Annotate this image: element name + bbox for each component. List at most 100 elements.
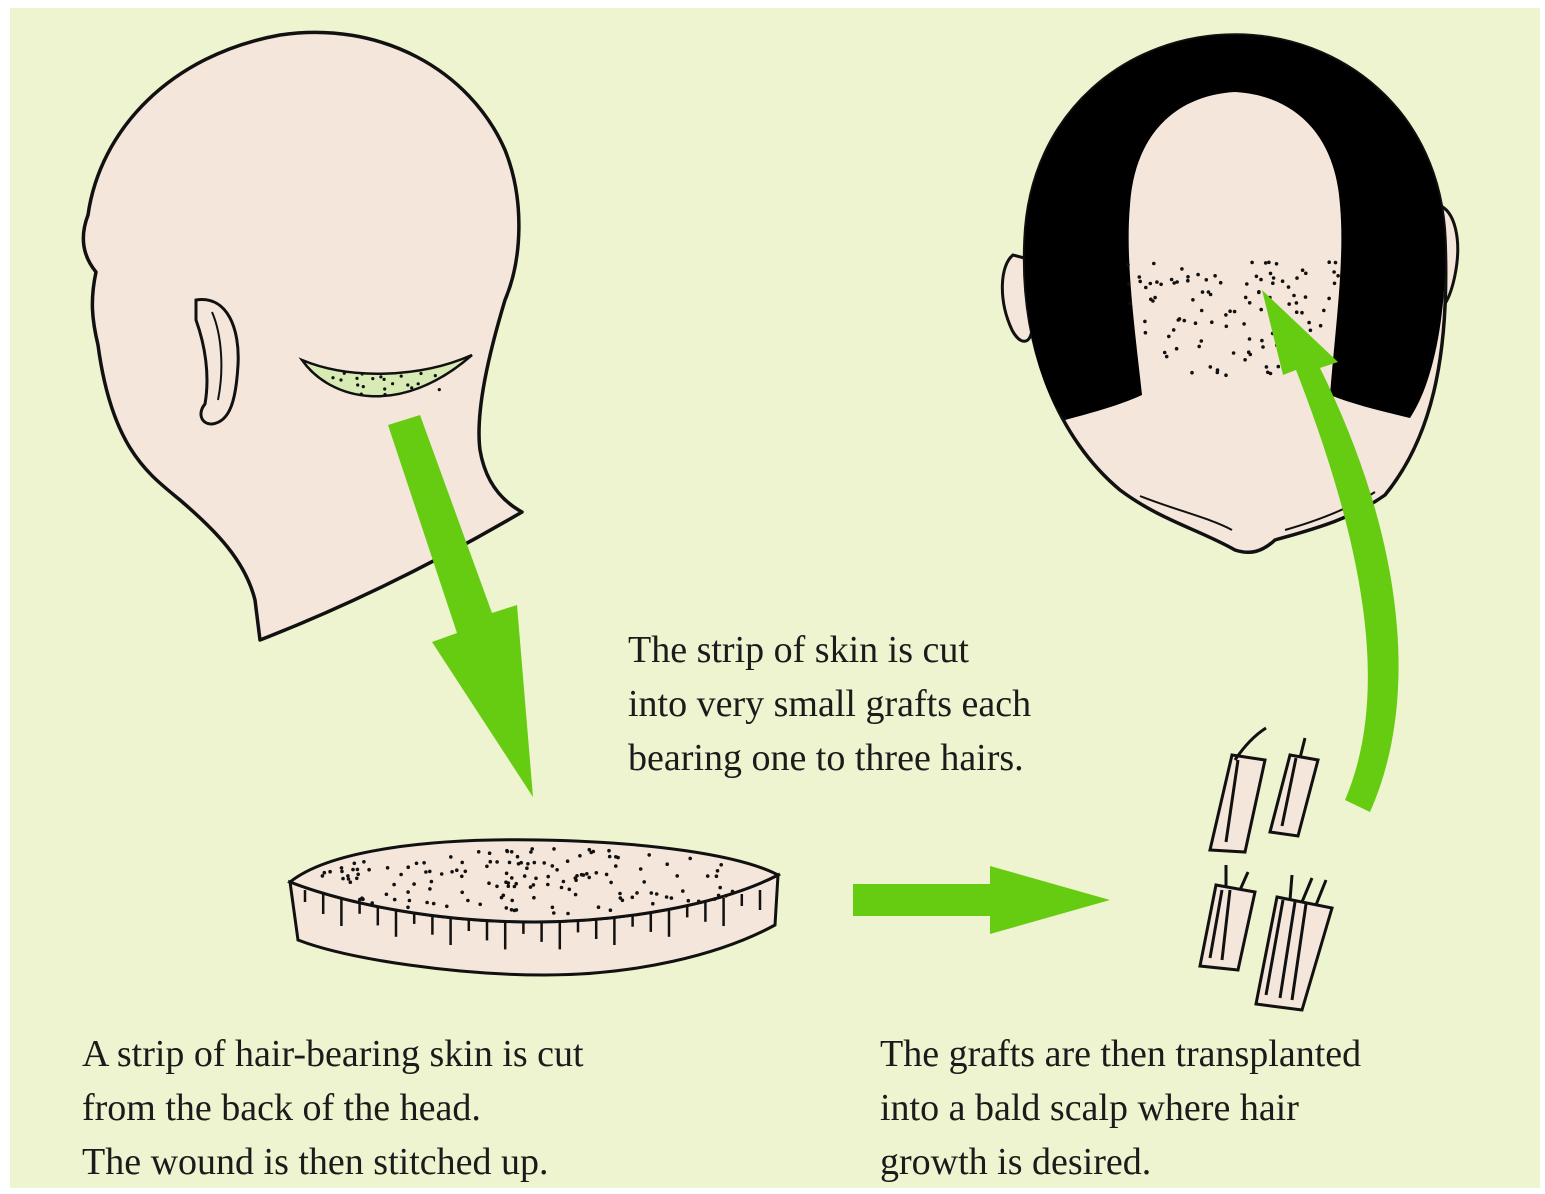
dot [485,865,489,869]
dot [618,892,622,896]
dot [353,862,357,866]
dot [597,905,601,909]
dot [542,861,546,865]
dot [1138,280,1142,284]
dot [1209,365,1213,369]
dot [1177,318,1181,322]
dot [631,896,635,900]
dot [1333,282,1337,286]
dot [343,372,346,375]
dot [530,847,534,851]
dot [642,880,646,884]
caption-grafts: The strip of skin is cut into very small… [628,623,1031,785]
dot [406,906,410,910]
dot [425,901,429,905]
dot [362,385,365,388]
dot [525,866,529,870]
caption-line: growth is desired. [880,1135,1361,1189]
dot [595,871,599,875]
dot [460,875,464,879]
dot [1213,274,1217,278]
dot [1159,283,1163,287]
dot [1332,270,1336,274]
dot [466,899,470,903]
dot [1267,261,1271,265]
dot [340,866,344,870]
dot [1197,345,1201,349]
dot [510,850,514,854]
dot [445,905,449,909]
dot [555,868,559,872]
dot [566,859,570,863]
dot [1243,358,1247,362]
dot [1260,339,1264,343]
dot [533,861,537,865]
dot [1336,274,1340,278]
dot [719,863,723,867]
dot [391,382,394,385]
dot [523,874,527,878]
dot [1172,328,1176,332]
dot [697,900,701,904]
dot [460,861,464,865]
dot [1301,268,1305,272]
dot [419,372,422,375]
dot [356,873,360,877]
dot [438,388,441,391]
dot [1149,298,1153,302]
dot [422,861,426,865]
dot [424,870,428,874]
dot [1295,301,1299,305]
dot [351,868,355,872]
dot [529,850,533,854]
dot [1186,275,1190,279]
dot [1194,321,1198,325]
dot [410,386,413,389]
dot [716,869,720,873]
dot [1228,309,1232,313]
dot [718,886,722,890]
dot [1191,298,1195,302]
caption-line: The strip of skin is cut [628,623,1031,677]
dot [1287,285,1291,289]
caption-line: The wound is then stitched up. [82,1135,584,1189]
dot [1205,278,1209,282]
dot [415,862,419,866]
caption-line: from the back of the head. [82,1081,584,1135]
dot [651,902,655,906]
dot [515,908,519,912]
dot [341,877,345,881]
dot [362,860,366,864]
dot [1255,275,1259,279]
dot [506,850,510,854]
dot [526,862,530,866]
dot [532,883,536,887]
dot [1292,294,1296,298]
dot [417,382,420,385]
dot [588,848,592,852]
dot [355,377,358,380]
dot [356,383,359,386]
dot [1295,276,1299,280]
dot [1224,373,1228,377]
dot [566,912,570,916]
dot [1300,311,1304,315]
dot [574,893,578,897]
dot [1281,279,1285,283]
dot [650,891,654,895]
dot [356,868,360,872]
dot [488,851,492,855]
dot [665,862,669,866]
dot [478,903,482,907]
dot [607,849,611,853]
dot [328,870,332,874]
dot [1153,296,1157,300]
dot [1261,345,1265,349]
dot [408,899,412,903]
dot [1250,261,1254,265]
dot [428,870,432,874]
dot [688,857,692,861]
dot [1144,286,1148,290]
dot [1196,273,1200,277]
